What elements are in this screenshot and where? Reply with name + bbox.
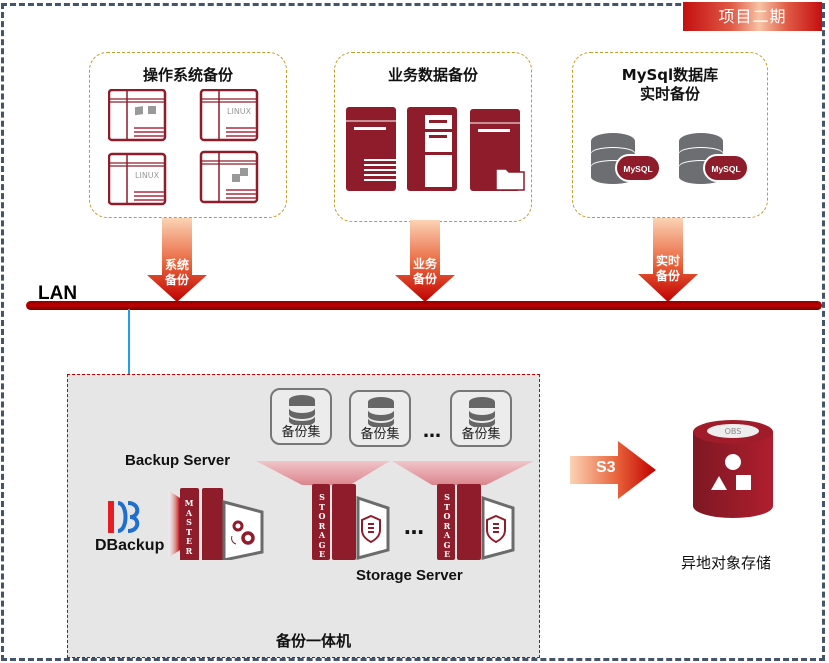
os-backup-arrow: 系统 备份	[146, 218, 208, 302]
lan-label: LAN	[38, 283, 78, 304]
arrow-label-line2: 备份	[164, 273, 189, 287]
arrow-label-line2: 备份	[655, 269, 680, 283]
backup-set: 备份集	[450, 390, 512, 447]
dbackup-logo-icon	[108, 501, 140, 533]
backup-set-label: 备份集	[461, 427, 501, 442]
obs-storage-icon: OBS	[693, 420, 773, 518]
database-icon	[368, 397, 394, 427]
backup-server-label: Backup Server	[125, 452, 231, 469]
os-server-icons: LINUX LINUX	[108, 89, 259, 206]
cabinet-server-icon	[407, 107, 457, 191]
appliance-title: 备份一体机	[276, 633, 352, 650]
mysql-icons: MySQL MySQL	[591, 133, 749, 184]
arrow-label-line1: 业务	[412, 257, 437, 271]
business-server-icons	[346, 107, 525, 191]
linux-server-icon: LINUX	[108, 152, 167, 206]
arrow-label-line2: 备份	[412, 272, 437, 286]
storage-funnel-shapes	[256, 461, 534, 485]
phase-badge: 项目二期	[683, 2, 822, 31]
os-backup-box: 操作系统备份 LINUX LINUX	[89, 52, 287, 218]
storage-server-icon	[312, 484, 390, 560]
down-arrow-icon	[395, 220, 455, 302]
down-arrow-icon	[147, 218, 207, 302]
mysql-database-icon: MySQL	[679, 133, 749, 184]
more-storage-ellipsis: …	[404, 515, 425, 539]
document-server-icon	[346, 107, 396, 191]
database-icon	[289, 395, 315, 425]
remote-storage-label: 异地对象存储	[681, 554, 772, 572]
business-backup-arrow: 业务 备份	[394, 220, 456, 302]
business-data-box: 业务数据备份	[334, 52, 532, 222]
database-icon	[469, 397, 495, 427]
s3-label: S3	[596, 459, 616, 476]
windows-server-icon	[108, 89, 167, 142]
svg-text:MySQL: MySQL	[711, 164, 740, 174]
storage-server-icon	[437, 484, 515, 560]
backup-set: 备份集	[349, 390, 411, 447]
mysql-database-icon: MySQL	[591, 133, 661, 184]
mysql-title-line1: MySql数据库	[621, 66, 719, 84]
backup-set-label: 备份集	[360, 427, 400, 442]
diagram-frame	[1, 3, 825, 661]
svg-text:OBS: OBS	[725, 427, 742, 436]
backup-set-label: 备份集	[281, 425, 321, 440]
lan-connection-line	[128, 309, 130, 381]
realtime-backup-arrow: 实时 备份	[637, 218, 699, 302]
linux-server-icon: LINUX	[199, 89, 259, 142]
master-server-icon	[168, 488, 264, 560]
os-backup-title: 操作系统备份	[142, 66, 233, 84]
svg-text:MySQL: MySQL	[623, 164, 652, 174]
more-sets-ellipsis: …	[423, 421, 442, 442]
right-arrow-icon	[570, 441, 656, 499]
backup-set: 备份集	[270, 388, 332, 445]
mysql-title-line2: 实时备份	[639, 85, 700, 103]
down-arrow-icon	[638, 218, 698, 302]
lan-bus	[26, 301, 822, 310]
folder-server-icon	[470, 109, 525, 191]
business-data-title: 业务数据备份	[387, 66, 478, 84]
dbackup-logo-label: DBackup	[95, 537, 165, 554]
svg-text:LINUX: LINUX	[135, 171, 160, 180]
storage-server-label: Storage Server	[356, 567, 463, 584]
arrow-label-line1: 系统	[164, 258, 189, 272]
windows-server-icon	[199, 150, 259, 204]
s3-transfer-arrow: S3	[570, 441, 656, 499]
backup-appliance: 备份集 备份集 … 备份集 Backup Server DBackup	[67, 374, 540, 658]
mysql-backup-box: MySql数据库 实时备份 MySQL MySQL	[572, 52, 768, 218]
svg-text:LINUX: LINUX	[227, 107, 252, 116]
arrow-label-line1: 实时	[655, 254, 680, 268]
